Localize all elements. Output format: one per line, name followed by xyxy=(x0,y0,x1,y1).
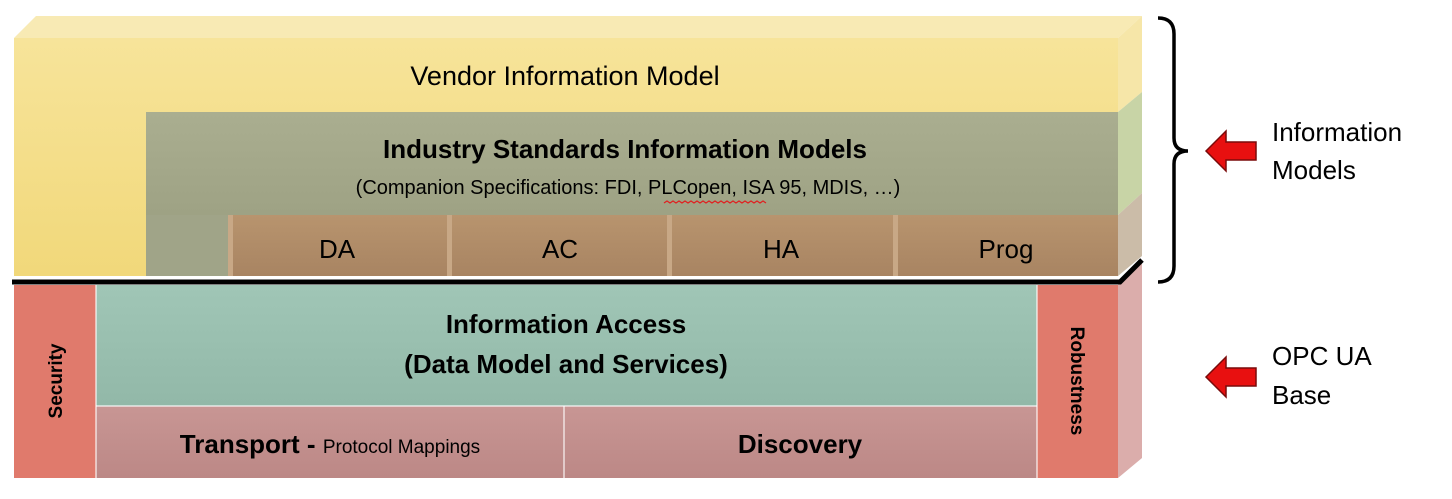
information-models-arrow-icon xyxy=(1204,129,1257,173)
information-access-layer: Information Access (Data Model and Servi… xyxy=(96,285,1037,406)
information-access-title: Information Access xyxy=(446,309,686,339)
base-model-prog: Prog xyxy=(893,215,1118,276)
security-label: Security xyxy=(46,343,67,418)
base-model-da: DA xyxy=(228,215,447,276)
industry-standards-title: Industry Standards Information Models xyxy=(383,134,867,164)
svg-text:DA: DA xyxy=(319,234,356,264)
discovery-label: Discovery xyxy=(738,429,863,459)
information-models-caption: Information Models xyxy=(1272,117,1409,185)
plcopen-term: PLCopen xyxy=(648,177,731,199)
industry-standards-layer: Industry Standards Information Models (C… xyxy=(146,92,1142,276)
layer-separators xyxy=(95,285,1038,478)
information-access-subtitle: (Data Model and Services) xyxy=(404,349,728,379)
robustness-label: Robustness xyxy=(1066,327,1087,436)
svg-text:AC: AC xyxy=(542,234,578,264)
opc-ua-base-stack: Security Information Access (Data Model … xyxy=(14,262,1142,478)
transport-label: Transport - Protocol Mappings xyxy=(180,429,480,459)
svg-text:Prog: Prog xyxy=(979,234,1034,264)
opc-ua-base-caption: OPC UA Base xyxy=(1272,341,1377,410)
companion-specifications-text: (Companion Specifications: FDI, PLCopen,… xyxy=(356,177,901,199)
information-models-brace xyxy=(1157,16,1189,284)
transport-layer: Transport - Protocol Mappings xyxy=(96,406,564,478)
base-model-ha: HA xyxy=(667,215,893,276)
vendor-information-model-layer: Vendor Information Model xyxy=(14,16,1142,276)
base-model-ac: AC xyxy=(447,215,667,276)
vendor-model-label: Vendor Information Model xyxy=(410,61,719,91)
svg-text:HA: HA xyxy=(763,234,800,264)
security-layer: Security xyxy=(14,285,96,478)
robustness-layer: Robustness xyxy=(1037,285,1118,478)
base-models-row: DA AC HA Prog xyxy=(228,193,1142,276)
models-base-divider xyxy=(12,258,1144,285)
discovery-layer: Discovery xyxy=(564,406,1037,478)
opc-ua-base-arrow-icon xyxy=(1204,355,1257,399)
spellcheck-underline xyxy=(663,200,767,204)
